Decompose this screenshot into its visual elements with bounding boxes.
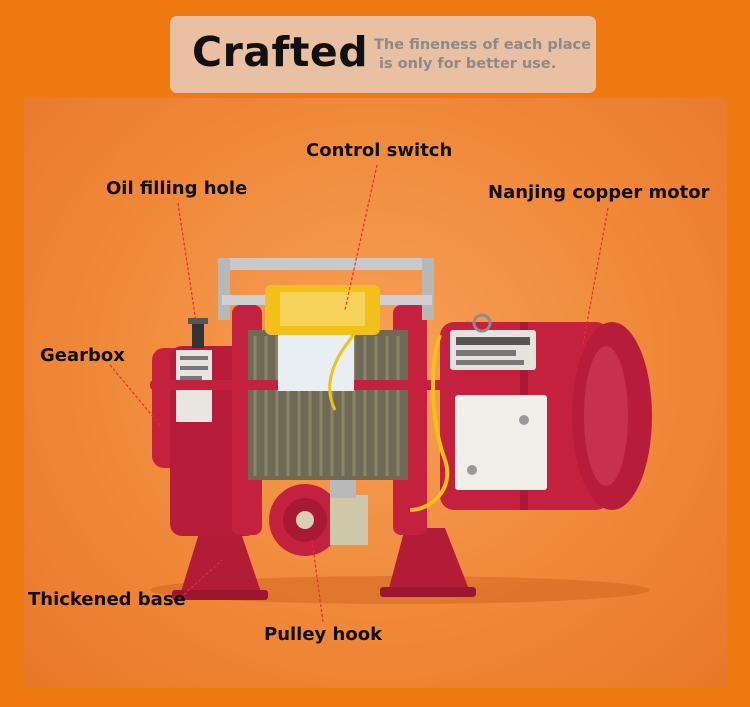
- base-stand-right: [380, 528, 476, 597]
- label-oil-filling-hole: Oil filling hole: [106, 178, 248, 199]
- leader-nanjing-copper-motor: [582, 207, 609, 346]
- header-subtitle: The fineness of each place is only for b…: [374, 36, 591, 74]
- leader-oil-filling-hole: [177, 202, 197, 323]
- control-switch-box: [218, 258, 434, 335]
- label-gearbox: Gearbox: [40, 345, 125, 366]
- base-stand-left: [172, 530, 268, 600]
- header-title: Crafted: [192, 28, 369, 76]
- leader-gearbox: [109, 364, 161, 426]
- label-control-switch: Control switch: [306, 140, 453, 161]
- drum-frame: [150, 305, 450, 535]
- pulley-hook: [269, 480, 368, 556]
- leader-pulley-hook: [311, 539, 324, 623]
- label-pulley-hook: Pulley hook: [264, 624, 383, 645]
- header-subtitle-line2: is only for better use.: [379, 56, 557, 72]
- motor: [440, 313, 652, 510]
- label-thickened-base: Thickened base: [28, 589, 186, 610]
- leader-thickened-base: [179, 559, 223, 599]
- label-nanjing-copper-motor: Nanjing copper motor: [488, 182, 710, 203]
- header-banner: Crafted The fineness of each place is on…: [170, 16, 596, 93]
- header-subtitle-line1: The fineness of each place: [374, 37, 591, 53]
